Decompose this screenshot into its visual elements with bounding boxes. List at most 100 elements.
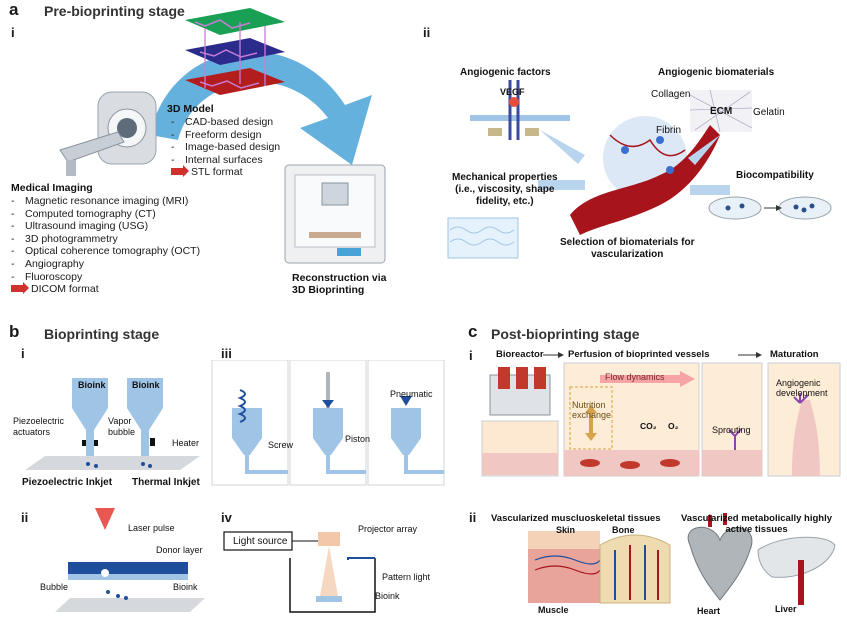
list-item: -Computed tomography (CT) <box>11 207 156 220</box>
collagen-label: Collagen <box>651 89 691 100</box>
muscle-label: Muscle <box>538 605 569 615</box>
bubble-label: Bubble <box>40 582 69 592</box>
skin-muscle-illustration <box>528 531 601 603</box>
bioink-label-piezo: Bioink <box>78 380 106 390</box>
skin-label: Skin <box>556 525 576 535</box>
screw-label: Screw <box>268 440 294 450</box>
pattern-light-label: Pattern light <box>382 572 431 582</box>
panel-c-title: Post-bioprinting stage <box>491 326 640 342</box>
list-item: -Angiography <box>11 257 84 270</box>
laser-pulse-label: Laser pulse <box>128 523 175 533</box>
bioink-label-thermal: Bioink <box>132 380 160 390</box>
bioreactor-label: Bioreactor <box>496 349 544 360</box>
medical-imaging-title: Medical Imaging <box>11 182 93 194</box>
donor-layer-label: Donor layer <box>156 545 203 555</box>
vegf-label: VEGF <box>500 87 525 97</box>
thermal-inkjet-head <box>127 378 163 460</box>
light-source-label: Light source <box>233 536 288 547</box>
co2-label: CO₂ <box>640 421 657 431</box>
pneumatic-extruder <box>391 396 444 474</box>
gelatin-label: Gelatin <box>753 107 785 118</box>
light-based <box>223 531 376 613</box>
panel-c-illustration <box>481 352 841 605</box>
heater-label: Heater <box>172 438 200 448</box>
fibrin-label: Fibrin <box>656 125 682 136</box>
panel-b-sub-i: i <box>21 346 25 361</box>
bioink-label-dlp: Bioink <box>375 591 400 601</box>
list-item: -Fluoroscopy <box>11 270 83 283</box>
panel-a-sub-ii: ii <box>423 25 431 40</box>
msk-tissues-title: Vascularized muscluoskeletal tissues <box>491 513 661 524</box>
sprouting-label: Sprouting <box>712 425 751 435</box>
angiogenic-factors-label: Angiogenic factors <box>460 67 551 78</box>
red-arrow-icon <box>171 165 189 178</box>
list-item: -Image-based design <box>171 141 281 154</box>
substrate-plate <box>25 456 200 470</box>
selection-label: Selection of biomaterials for vasculariz… <box>560 237 695 260</box>
list-item: -Ultrasound imaging (USG) <box>11 220 149 233</box>
projector-array-label: Projector array <box>358 524 418 534</box>
bone-label: Bone <box>612 525 635 535</box>
piston-label: Piston <box>345 434 371 444</box>
mri-scanner <box>59 91 157 176</box>
panel-b-sub-ii: ii <box>21 510 29 525</box>
perfusion-label: Perfusion of bioprinted vessels <box>568 349 710 360</box>
flow-dynamics-label: Flow dynamics <box>605 372 665 382</box>
list-item: -Optical coherence tomography (OCT) <box>11 245 201 258</box>
medical-imaging-list: -Magnetic resonance imaging (MRI) -Compu… <box>11 195 200 296</box>
liver-label: Liver <box>775 604 797 614</box>
liver-illustration <box>757 536 836 605</box>
list-item: DICOM format <box>11 282 200 296</box>
list-item: -Freeform design <box>171 128 262 141</box>
biocompatibility-label: Biocompatibility <box>736 170 814 181</box>
piezo-inkjet-head <box>72 378 108 460</box>
panel-c-sub-i: i <box>469 348 473 363</box>
list-item: -3D photogrammetry <box>11 232 118 245</box>
list-item: -CAD-based design <box>171 116 274 128</box>
panel-a-title: Pre-bioprinting stage <box>44 3 185 19</box>
panel-b-illustration <box>25 360 445 613</box>
panel-b-letter: b <box>9 322 20 341</box>
bioprinter-device <box>284 164 386 264</box>
mechanical-properties-label: Mechanical properties (i.e., viscosity, … <box>452 172 558 207</box>
bioreactor-device <box>489 367 551 416</box>
bone-illustration <box>599 534 671 604</box>
red-arrow-icon <box>11 282 29 295</box>
pneumatic-label: Pneumatic <box>390 389 433 399</box>
mechanical-sample <box>447 217 519 259</box>
heart-illustration <box>687 513 753 601</box>
panel-a-ii-illustration <box>447 80 832 259</box>
3d-model-title: 3D Model <box>167 103 214 115</box>
panel-b-title: Bioprinting stage <box>44 326 160 342</box>
screw-extruder <box>232 389 288 474</box>
list-item: STL format <box>171 165 280 179</box>
angiogenic-biomaterials-label: Angiogenic biomaterials <box>658 67 775 78</box>
heart-label: Heart <box>697 606 721 616</box>
piston-extruder <box>313 372 366 474</box>
panel-c-letter: c <box>468 322 478 341</box>
vegf-receptor <box>470 80 570 140</box>
converging-arrows <box>538 130 730 195</box>
panel-b-sub-iv: iv <box>221 510 232 525</box>
petri-dish-before <box>708 196 762 220</box>
panel-a-i-illustration <box>59 8 386 264</box>
panel-c-sub-ii: ii <box>469 510 477 525</box>
panel-b-sub-iii: iii <box>221 346 232 361</box>
vessel-cluster <box>570 116 720 235</box>
flow-arrow <box>600 371 695 387</box>
thermal-inkjet-label: Thermal Inkjet <box>132 477 200 488</box>
ecm-mesh <box>690 90 752 132</box>
reconstruction-label: Reconstruction via 3D Bioprinting <box>292 272 387 296</box>
maturation-label: Maturation <box>770 349 819 360</box>
3d-model-layers <box>185 8 285 95</box>
o2-label: O₂ <box>668 421 679 431</box>
laser-assisted <box>55 508 205 612</box>
piezo-inkjet-label: Piezoelectric Inkjet <box>22 477 113 488</box>
bioink-label-laser: Bioink <box>173 582 198 592</box>
ecm-label: ECM <box>710 106 733 117</box>
